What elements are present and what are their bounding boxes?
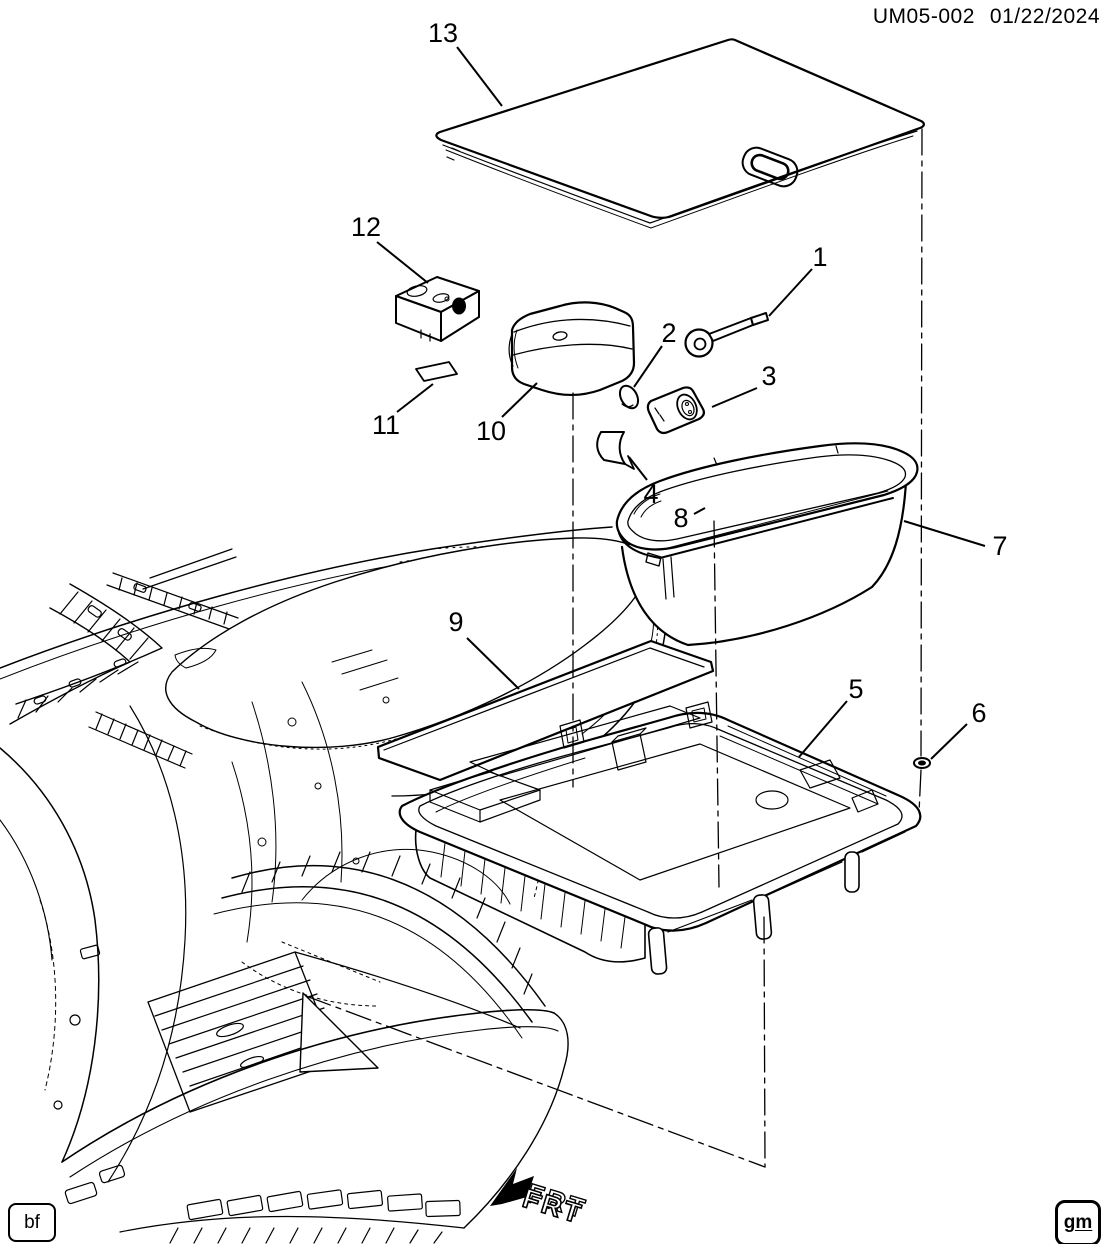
exploded-parts xyxy=(376,38,931,975)
leader-line-4 xyxy=(628,456,648,481)
part-callout-7: 7 xyxy=(992,531,1007,561)
gm-logo: gm xyxy=(1055,1200,1101,1244)
quarter-panel xyxy=(0,705,187,1183)
front-label: FRT xyxy=(519,1183,587,1230)
part-callout-1: 1 xyxy=(812,242,827,272)
part-callout-5: 5 xyxy=(848,674,863,704)
part-callout-3: 3 xyxy=(761,361,776,391)
centerline-right-lower xyxy=(918,769,922,814)
part-callout-8: 8 xyxy=(673,503,688,533)
leader-line-5 xyxy=(798,700,848,758)
vehicle-body-illustration xyxy=(0,526,667,1244)
sill-scuff-band xyxy=(213,851,546,1039)
part-callout-13: 13 xyxy=(428,18,458,48)
part-1-eye-bolt xyxy=(684,312,769,358)
leader-line-13 xyxy=(456,46,503,107)
part-callout-2: 2 xyxy=(661,318,676,348)
part-callout-9: 9 xyxy=(448,607,463,637)
part-2-plug xyxy=(618,384,640,410)
leader-line-2 xyxy=(633,345,663,388)
leader-line-3 xyxy=(711,387,758,408)
part-4-clip xyxy=(596,431,635,470)
part-3-adapter xyxy=(646,386,705,435)
page-code-label: bf xyxy=(24,1211,40,1233)
assembly-centerlines xyxy=(305,128,923,1168)
document-code: UM05-002 xyxy=(872,5,975,28)
leader-line-12 xyxy=(376,241,429,284)
centerline-tray-to-car xyxy=(763,916,766,1168)
cover-handle xyxy=(741,146,799,188)
part-callout-11: 11 xyxy=(372,410,400,440)
bumper-fascia xyxy=(61,1008,569,1244)
part-6-grommet xyxy=(913,757,931,769)
leader-line-7 xyxy=(903,520,986,547)
part-11-pad xyxy=(415,361,458,382)
centerline-right xyxy=(920,128,923,757)
leader-line-9 xyxy=(466,637,520,690)
leader-line-10 xyxy=(501,382,538,418)
part-5-organizer-tray xyxy=(398,701,922,975)
leader-line-11 xyxy=(396,383,434,413)
page-code-box: bf xyxy=(8,1203,56,1242)
document-header: UM05-002 01/22/2024 xyxy=(873,5,1100,29)
part-callout-12: 12 xyxy=(351,212,381,242)
part-10-tool-case xyxy=(508,301,636,396)
roof-rail-band xyxy=(9,583,163,725)
part-callout-4: 4 xyxy=(643,479,658,509)
centerline-diagonal xyxy=(305,995,766,1168)
gm-logo-text: gm xyxy=(1063,1212,1093,1233)
leader-line-6 xyxy=(930,723,968,760)
part-callout-6: 6 xyxy=(971,698,986,728)
document-date: 01/22/2024 xyxy=(989,5,1100,28)
centerline-screw xyxy=(713,520,720,888)
part-12-module-box xyxy=(395,276,480,342)
part-callout-10: 10 xyxy=(476,416,506,446)
part-13-cover-panel xyxy=(435,38,925,229)
part-9-mat xyxy=(376,639,715,782)
front-arrow-icon xyxy=(490,1168,534,1206)
front-direction-indicator: FRT FRT xyxy=(490,1168,592,1231)
leader-line-8 xyxy=(693,507,706,515)
body-rail-band xyxy=(106,548,239,631)
leader-line-1 xyxy=(768,268,813,317)
part-7-storage-tub xyxy=(615,442,919,647)
